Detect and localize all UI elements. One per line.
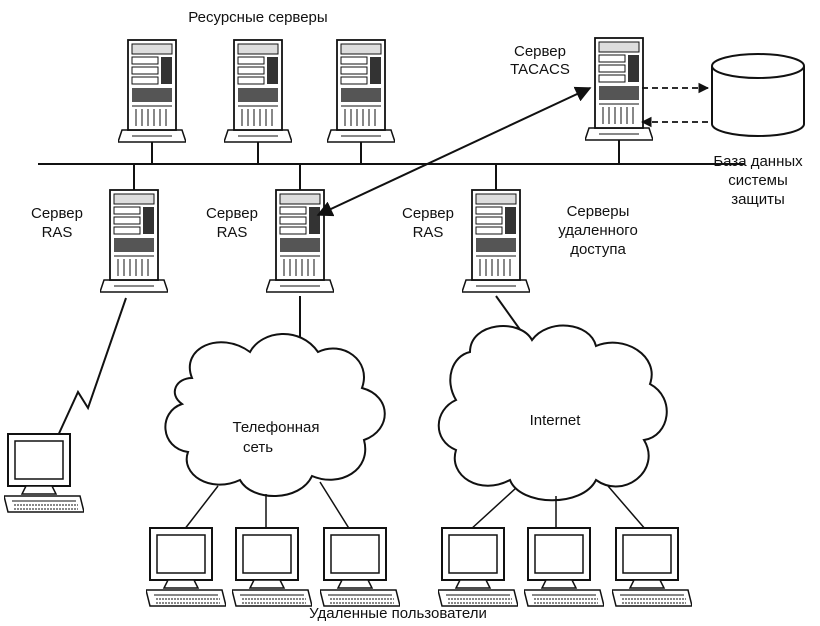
database-cylinder-icon [711, 53, 805, 137]
computer-terminal-icon [320, 528, 400, 606]
ras-2-label-line1: Сервер [206, 205, 258, 222]
resource-server-1 [118, 40, 186, 164]
remote-user-2 [232, 528, 312, 606]
remote-user-4 [438, 528, 518, 606]
tacacs-ras-auth-link [316, 86, 592, 217]
remote-servers-label-line3: доступа [570, 241, 626, 258]
remote-user-3 [320, 528, 400, 606]
db-label-line2: системы [728, 172, 788, 189]
db-label-line3: защиты [731, 191, 785, 208]
remote-user-5 [524, 528, 604, 606]
computer-terminal-icon [4, 434, 84, 512]
remote-servers-label-line1: Серверы [567, 203, 630, 220]
cloud-icon [437, 324, 668, 502]
internet-label: Internet [530, 412, 582, 429]
tacacs-label-line2: TACACS [510, 61, 570, 78]
phone-network-cloud [164, 333, 386, 497]
remote-users-label: Удаленные пользователи [309, 605, 487, 622]
server-tower-icon [585, 38, 653, 140]
tacacs-label-line1: Сервер [514, 43, 566, 60]
security-database [711, 53, 805, 137]
computer-terminal-icon [438, 528, 518, 606]
resource-server-2 [224, 40, 292, 164]
server-tower-icon [224, 40, 292, 142]
resource-servers-label: Ресурсные серверы [188, 9, 327, 26]
phone-network-label-line2: сеть [243, 439, 273, 456]
server-tower-icon [266, 190, 334, 292]
ras-server-2 [266, 164, 334, 292]
computer-terminal-icon [146, 528, 226, 606]
ras-3-label-line2: RAS [413, 224, 444, 241]
db-label-line1: База данных [713, 153, 803, 170]
server-tower-icon [462, 190, 530, 292]
ras-server-1 [100, 164, 168, 292]
ras-server-3 [462, 164, 530, 292]
phone-user1-link [183, 485, 219, 531]
internet-cloud [437, 324, 668, 502]
remote-user-1 [146, 528, 226, 606]
server-tower-icon [118, 40, 186, 142]
computer-terminal-icon [612, 528, 692, 606]
server-tower-icon [327, 40, 395, 142]
ras-1-label-line2: RAS [42, 224, 73, 241]
computer-terminal-icon [524, 528, 604, 606]
cloud-icon [164, 333, 386, 497]
remote-user-6 [612, 528, 692, 606]
ras-2-label-line2: RAS [217, 224, 248, 241]
ras-1-label-line1: Сервер [31, 205, 83, 222]
computer-terminal-icon [232, 528, 312, 606]
phone-network-label-line1: Телефонная [233, 419, 320, 436]
server-tower-icon [100, 190, 168, 292]
resource-server-3 [327, 40, 395, 164]
lightning-link-icon [55, 297, 127, 441]
remote-servers-label-line2: удаленного [558, 222, 638, 239]
internet-user1-link [469, 487, 517, 531]
internet-user3-link [607, 485, 647, 531]
phone-user3-link [319, 481, 351, 531]
lone-remote-user [4, 434, 84, 512]
ras-3-label-line1: Сервер [402, 205, 454, 222]
tacacs-server [585, 38, 653, 164]
